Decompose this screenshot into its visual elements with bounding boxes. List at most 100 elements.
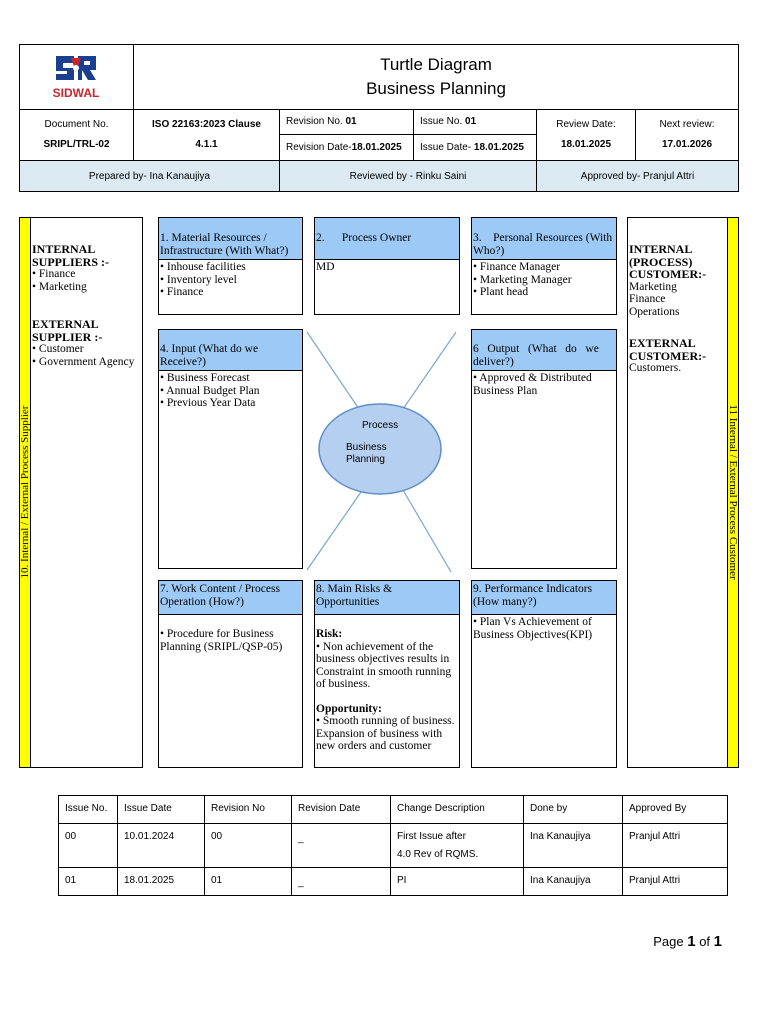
- next-review-value: 17.01.2026: [661, 139, 713, 150]
- table-cell: Pranjul Attri: [622, 823, 728, 868]
- issue-no-cell: Issue No. 01: [420, 116, 530, 130]
- performance-indicators-box: 9. Performance Indicators (How many?) • …: [471, 580, 617, 768]
- table-row: 01 18.01.2025 01 _ PI Ina Kanaujiya Pran…: [58, 867, 728, 896]
- table-cell: Pranjul Attri: [622, 867, 728, 896]
- risks-opportunities-box: 8. Main Risks & Opportunities Risk: • No…: [314, 580, 460, 768]
- approved-by: Approved by- Pranjul Attri: [580, 170, 695, 182]
- list-item: Customers.: [629, 362, 682, 374]
- list-item: • Government Agency: [32, 355, 135, 368]
- table-cell: Ina Kanaujiya: [523, 823, 623, 868]
- internal-customer-title: INTERNAL (PROCESS) CUSTOMER:-: [629, 242, 707, 281]
- box-title: 7. Work Content / Process Operation (How…: [159, 581, 302, 615]
- customer-content: INTERNAL (PROCESS) CUSTOMER:- Marketing …: [629, 243, 725, 375]
- table-cell: _: [291, 867, 391, 896]
- supplier-content: INTERNAL SUPPLIERS :- • Finance • Market…: [32, 243, 142, 368]
- process-label: Process Business Planning: [340, 420, 422, 466]
- page-number: Page 1 of 1: [600, 933, 722, 950]
- revision-history-table: Issue No. Issue Date Revision No Revisio…: [58, 795, 728, 896]
- list-item: • Previous Year Data: [160, 397, 256, 409]
- divider: [279, 134, 536, 135]
- divider: [536, 161, 537, 192]
- review-date-value: 18.01.2025: [560, 139, 612, 150]
- company-logo: SIDWAL: [48, 50, 104, 104]
- output-box: 6 Output (What do we deliver?) • Approve…: [471, 329, 617, 569]
- list-item: • Marketing: [32, 280, 87, 293]
- column-header: Approved By: [622, 795, 728, 824]
- revision-no-label: Revision No.: [286, 116, 346, 127]
- divider: [413, 109, 414, 160]
- divider: [19, 160, 739, 161]
- list-item: • Business Forecast: [160, 372, 250, 384]
- table-cell: Ina Kanaujiya: [523, 867, 623, 896]
- list-item: Marketing: [629, 280, 677, 293]
- divider: [536, 109, 537, 192]
- list-item: • Plant head: [473, 286, 529, 298]
- divider: [635, 109, 636, 160]
- reviewed-by: Reviewed by - Rinku Saini: [349, 170, 467, 182]
- column-header: Issue Date: [117, 795, 205, 824]
- change-description: First Issue after: [397, 831, 466, 842]
- table-cell: First Issue after 4.0 Rev of RQMS.: [390, 823, 524, 868]
- list-item: • Finance: [160, 286, 204, 298]
- divider: [279, 161, 280, 192]
- page-title: Turtle Diagram: [380, 55, 492, 74]
- clause-label: ISO 22163:2023 Clause: [152, 119, 261, 130]
- revision-date-value: 18.01.2025: [351, 142, 402, 153]
- box-title: 9. Performance Indicators (How many?): [472, 581, 616, 615]
- of-word: of: [695, 934, 714, 949]
- list-item: • Customer: [32, 343, 84, 355]
- process-ellipse: [318, 403, 442, 495]
- list-item: • Procedure for Business Planning (SRIPL…: [160, 628, 283, 653]
- page-word: Page: [653, 934, 688, 949]
- prepared-by: Prepared by- Ina Kanaujiya: [88, 170, 211, 182]
- document-header: [19, 44, 739, 192]
- list-item: • Marketing Manager: [473, 273, 572, 286]
- table-cell: 00: [58, 823, 118, 868]
- table-cell: 01: [58, 867, 118, 896]
- approvals-row: [20, 161, 738, 191]
- next-review-label: Next review:: [659, 119, 715, 130]
- table-cell: 18.01.2025: [117, 867, 205, 896]
- table-cell: 10.01.2024: [117, 823, 205, 868]
- divider: [279, 109, 280, 192]
- list-item: • Inhouse facilities: [160, 261, 246, 273]
- list-item: • Plan Vs Achievement of Business Object…: [473, 616, 593, 641]
- divider: [133, 44, 134, 160]
- clause-cell: ISO 22163:2023 Clause 4.1.1: [134, 110, 279, 160]
- table-cell: PI: [390, 867, 524, 896]
- issue-no-value: 01: [465, 116, 477, 127]
- list-item: Operations: [629, 305, 680, 318]
- risk-label: Risk:: [316, 628, 343, 640]
- table-header-row: Issue No. Issue Date Revision No Revisio…: [58, 795, 728, 824]
- table-cell: _: [291, 823, 391, 868]
- issue-date-value: 18.01.2025: [473, 142, 524, 153]
- revision-no-value: 01: [345, 116, 357, 127]
- process-owner-box: 2. Process Owner MD: [314, 217, 460, 315]
- revision-date-label: Revision Date-: [286, 142, 352, 153]
- column-header: Done by: [523, 795, 623, 824]
- title-block: Turtle Diagram Business Planning: [134, 45, 738, 109]
- external-customer-title: EXTERNAL CUSTOMER:-: [629, 336, 707, 363]
- list-item: • Approved & Distributed Business Plan: [473, 372, 592, 397]
- box-title: 3. Personal Resources (With Who?): [472, 218, 616, 260]
- column-header: Revision Date: [291, 795, 391, 824]
- review-date-cell: Review Date: 18.01.2025: [537, 110, 635, 160]
- customer-side-strip: [727, 217, 739, 768]
- doc-no-label: Document No.: [44, 119, 109, 130]
- divider: [19, 109, 739, 110]
- input-box: 4. Input (What do we Receive?) • Busines…: [158, 329, 303, 569]
- clause-value: 4.1.1: [195, 139, 218, 150]
- list-item: MD: [316, 261, 335, 273]
- page-subtitle: Business Planning: [366, 79, 506, 98]
- document-number-cell: Document No. SRIPL/TRL-02: [20, 110, 133, 160]
- opportunity-label: Opportunity:: [316, 702, 382, 715]
- issue-date-label: Issue Date-: [420, 142, 474, 153]
- revision-date-cell: Revision Date-18.01.2025: [286, 142, 413, 156]
- change-description-line2: 4.0 Rev of RQMS.: [397, 849, 479, 860]
- box-title: 4. Input (What do we Receive?): [159, 330, 302, 371]
- column-header: Revision No: [204, 795, 292, 824]
- column-header: Issue No.: [58, 795, 118, 824]
- personal-resources-box: 3. Personal Resources (With Who?) • Fina…: [471, 217, 617, 315]
- work-content-box: 7. Work Content / Process Operation (How…: [158, 580, 303, 768]
